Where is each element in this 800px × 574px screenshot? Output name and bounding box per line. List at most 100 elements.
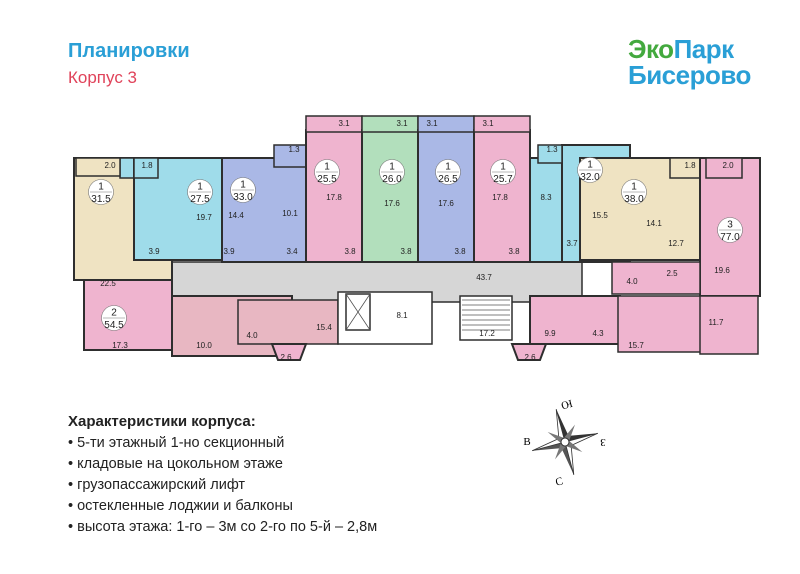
room-area-label: 17.6: [438, 199, 454, 208]
apartment-4: [305, 129, 363, 263]
compass-rose-icon: Ю С В З: [523, 397, 606, 489]
room-area-label: 14.4: [228, 211, 244, 220]
apartment-area: 27.5: [190, 194, 210, 205]
logo-line-1: ЭкоПарк: [628, 36, 768, 62]
room-area-label: 2.6: [524, 353, 536, 362]
apartment-area: 38.0: [624, 194, 644, 205]
room-area-label: 15.4: [316, 323, 332, 332]
room-area-label: 3.1: [426, 119, 438, 128]
apartment-10-room: [529, 295, 621, 345]
balcony: [705, 157, 743, 179]
compass-label: Ю: [560, 397, 574, 412]
room-area-label: 12.7: [668, 239, 684, 248]
apartment-rooms: 1: [631, 182, 637, 193]
room-area-label: 15.7: [628, 341, 644, 350]
room-area-label: 17.6: [384, 199, 400, 208]
apartment-rooms: 1: [98, 182, 104, 193]
room-area-label: 2.0: [722, 161, 734, 170]
room-area-label: 2.0: [104, 161, 116, 170]
apartment-area: 54.5: [104, 320, 124, 331]
building-subtitle: Корпус 3: [68, 68, 138, 87]
room-area-label: 14.1: [646, 219, 662, 228]
room-area-label: 3.9: [223, 247, 235, 256]
apartment-area: 33.0: [233, 192, 253, 203]
apartment-rooms: 3: [727, 220, 733, 231]
room-area-label: 4.0: [626, 277, 638, 286]
logo: ЭкоПарк Бисерово: [628, 36, 768, 88]
room-area-label: 9.9: [544, 329, 556, 338]
bathroom: [133, 157, 159, 179]
specs-title: Характеристики корпуса:: [68, 413, 256, 430]
room-area-label: 4.3: [592, 329, 604, 338]
compass-label: В: [523, 436, 530, 448]
room-area-label: 11.7: [709, 318, 725, 327]
apartment-10-hall: [611, 261, 701, 295]
apartment-rooms: 1: [389, 162, 395, 173]
room-area-label: 8.1: [396, 311, 408, 320]
apartment-8-hall: [529, 157, 563, 263]
room-area-label: 3.8: [400, 247, 412, 256]
room-area-label: 1.3: [288, 145, 300, 154]
apartment-area: 32.0: [580, 172, 600, 183]
room-area-label: 10.1: [282, 209, 298, 218]
elevator-cross: [345, 293, 371, 331]
apartment-5: [361, 129, 419, 263]
spec-item: кладовые на цокольном этаже: [68, 454, 488, 475]
room-area-label: 2.6: [280, 353, 292, 362]
spec-item: высота этажа: 1-го – 3м со 2-го по 5-й –…: [68, 517, 488, 538]
room-area-label: 3.1: [482, 119, 494, 128]
spec-item: грузопассажирский лифт: [68, 475, 488, 496]
apartment-rooms: 1: [500, 162, 506, 173]
room-area-label: 3.4: [286, 247, 298, 256]
balcony: [75, 157, 121, 177]
bay-window: [270, 343, 308, 361]
apartment-area: 26.0: [382, 174, 402, 185]
room-area-label: 1.8: [141, 161, 153, 170]
apartment-11: [83, 279, 173, 351]
room-area-label: 8.3: [540, 193, 552, 202]
apartment-rooms: 1: [240, 180, 246, 191]
room-area-label: 3.7: [566, 239, 578, 248]
room-area-label: 3.8: [454, 247, 466, 256]
room-area-label: 3.8: [508, 247, 520, 256]
logo-park: Парк: [673, 34, 735, 64]
loggia: [473, 115, 531, 133]
apartment-rooms: 1: [197, 182, 203, 193]
room-area-label: 4.0: [246, 331, 258, 340]
spec-item: 5-ти этажный 1-но секционный: [68, 433, 488, 454]
loggia: [361, 115, 419, 133]
compass-label: С: [554, 475, 564, 488]
loggia: [305, 115, 363, 133]
room: [617, 295, 709, 353]
room-area-label: 1.8: [684, 161, 696, 170]
room-area-label: 19.7: [196, 213, 212, 222]
room-area-label: 17.8: [492, 193, 508, 202]
apartment-6: [417, 129, 475, 263]
spec-item: остекленные лоджии и балконы: [68, 496, 488, 517]
room-area-label: 3.1: [338, 119, 350, 128]
room-area-label: 3.8: [344, 247, 356, 256]
page-title: Планировки: [68, 40, 190, 62]
apartment-area: 25.5: [317, 174, 337, 185]
room-area-label: 2.5: [666, 269, 678, 278]
balcony: [537, 144, 563, 164]
room-area-label: 10.0: [196, 341, 212, 350]
room-area-label: 43.7: [476, 273, 492, 282]
room-area-label: 17.3: [112, 341, 128, 350]
apartment-area: 31.5: [91, 194, 111, 205]
room-area-label: 19.6: [714, 266, 730, 275]
room-area-label: 3.9: [148, 247, 160, 256]
floor-plan: 131.5127.5133.0125.5126.0126.5125.7132.0…: [73, 115, 761, 362]
apartment-area: 77.0: [720, 232, 740, 243]
room-area-label: 17.2: [479, 329, 495, 338]
room-area-label: 17.8: [326, 193, 342, 202]
stairs: [459, 295, 513, 341]
compass-label: З: [600, 436, 606, 448]
room-area-label: 15.5: [592, 211, 608, 220]
building-specs: Характеристики корпуса: 5-ти этажный 1-н…: [68, 413, 488, 538]
logo-line-2: Бисерово: [628, 60, 751, 90]
apartment-rooms: 1: [587, 160, 593, 171]
room: [699, 295, 759, 355]
room: [237, 299, 339, 345]
logo-eco: Эко: [628, 34, 674, 64]
